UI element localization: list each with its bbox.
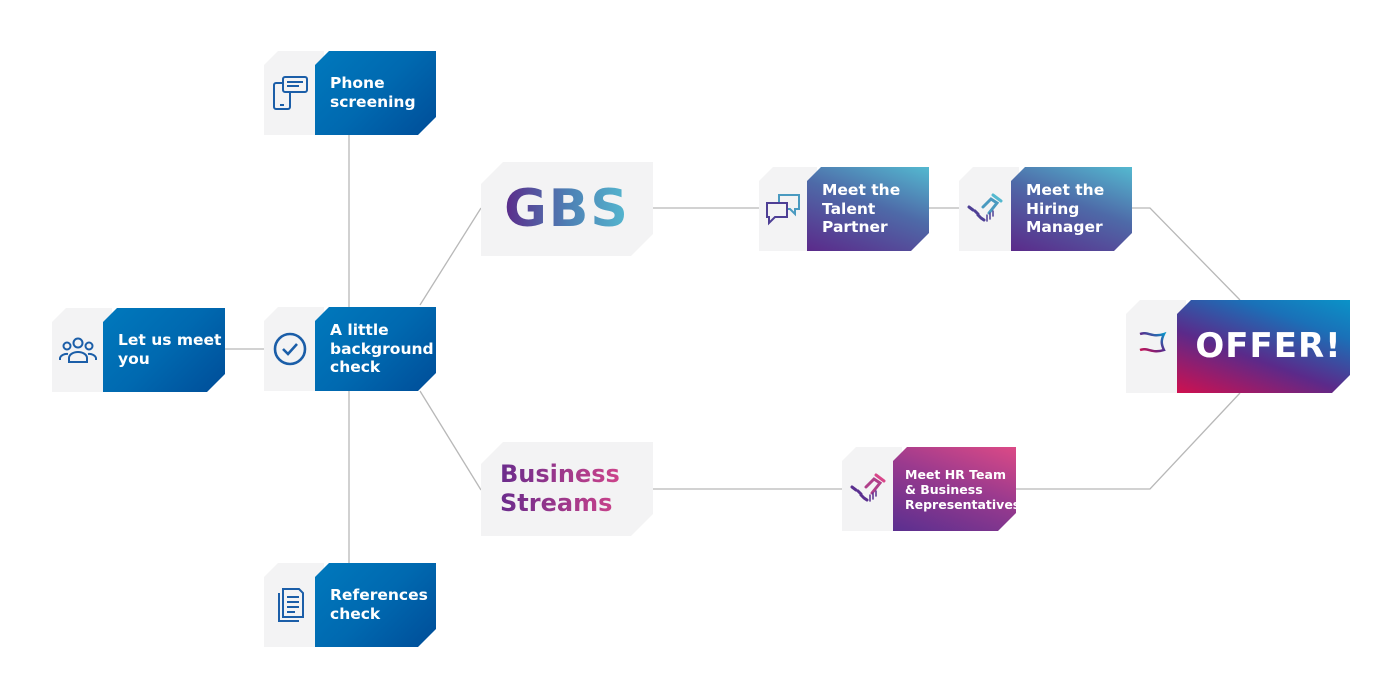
step-label: Phone screening xyxy=(315,51,436,135)
handshake-icon xyxy=(959,167,1011,251)
speech-bubbles-icon xyxy=(759,167,807,251)
step-background-check: A little background check xyxy=(264,307,436,391)
phone-chat-icon xyxy=(264,51,315,135)
handshake-icon xyxy=(842,447,893,531)
check-circle-icon xyxy=(264,307,315,391)
branch-gbs-label: GBS xyxy=(504,179,630,239)
branch-business-streams: Business Streams xyxy=(481,442,653,536)
step-meet-hiring-manager: Meet the Hiring Manager xyxy=(959,167,1132,251)
step-label: Meet the Hiring Manager xyxy=(1011,167,1132,251)
documents-icon xyxy=(264,563,315,647)
connector-hiring-offer xyxy=(1132,207,1241,301)
flag-icon xyxy=(1126,300,1177,393)
step-label: References check xyxy=(315,563,436,647)
connector-background-gbs xyxy=(419,207,482,306)
step-label: Meet HR Team & Business Representatives xyxy=(893,447,1016,531)
step-label: A little background check xyxy=(315,307,436,391)
step-meet-talent-partner: Meet the Talent Partner xyxy=(759,167,929,251)
step-phone-screening: Phone screening xyxy=(264,51,436,135)
step-label: Meet the Talent Partner xyxy=(807,167,929,251)
connector-background-business xyxy=(419,390,482,491)
connector-hr-offer xyxy=(1016,392,1241,490)
step-let-us-meet-you: Let us meet you xyxy=(52,308,225,392)
people-group-icon xyxy=(52,308,103,392)
step-label: Let us meet you xyxy=(103,308,225,392)
step-offer: OFFER! xyxy=(1126,300,1350,393)
step-references-check: References check xyxy=(264,563,436,647)
step-meet-hr-team: Meet HR Team & Business Representatives xyxy=(842,447,1016,531)
branch-gbs: GBS xyxy=(481,162,653,256)
branch-business-streams-label: Business Streams xyxy=(500,460,634,518)
step-label: OFFER! xyxy=(1177,300,1350,393)
